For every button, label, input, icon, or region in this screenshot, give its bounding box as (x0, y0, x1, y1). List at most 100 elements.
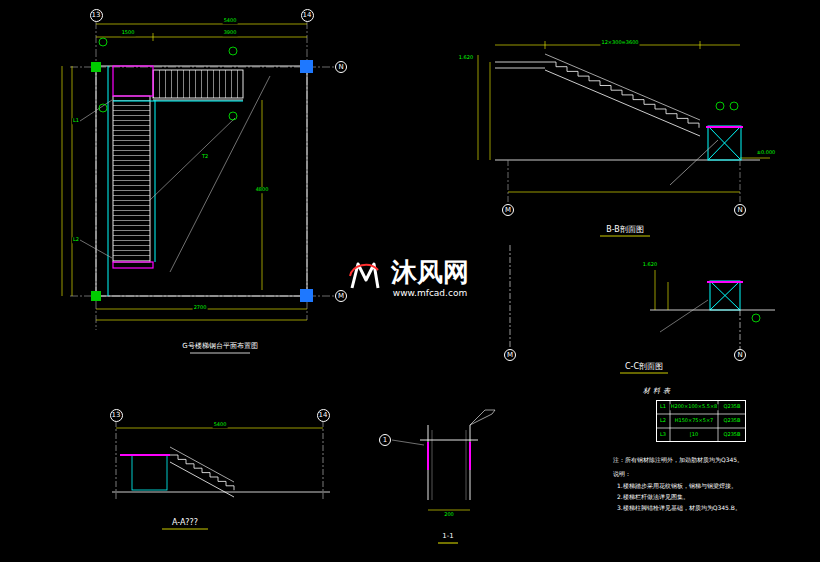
dimension-text: 1.620 (458, 55, 474, 61)
dimension-text: 5400 (213, 422, 228, 428)
bb-dimensions-part (545, 41, 546, 49)
axis-label: M (507, 352, 513, 359)
bb-grid (508, 140, 740, 204)
detail-1-1 (392, 410, 495, 543)
table-cell: L1 (659, 404, 667, 410)
watermark: 沐风网 (390, 258, 470, 287)
view-title: A-A??? (171, 519, 199, 528)
grid-bubble: N (734, 204, 746, 216)
table-grid-part (656, 428, 746, 429)
plan-dimensions-part (72, 66, 73, 296)
bb-dimensions-part (490, 62, 491, 160)
plan-grid-part (70, 67, 335, 68)
plan-grid (70, 21, 335, 330)
plan-dimensions-part (96, 320, 307, 321)
grid-bubble: M (502, 204, 514, 216)
bb-stair-part (495, 68, 545, 69)
view-title: G号楼梯钢台平面布置图 (181, 343, 258, 351)
table-grid (656, 400, 746, 442)
detail-1-1-part (438, 543, 458, 544)
callout-circles-part (99, 38, 107, 46)
callout-circles-part (716, 102, 724, 110)
bb-stair-part (495, 62, 545, 63)
callout-circles-part (99, 104, 107, 112)
plan-axis-marks-part (91, 291, 101, 301)
table-cell: H200×100×5.5×8 (670, 404, 719, 410)
view-title: B-B剖面图 (605, 226, 645, 235)
bb-stair (495, 54, 760, 160)
cc-section (510, 245, 775, 373)
detail-1-1-part (470, 425, 471, 500)
plan-leaders-part (80, 240, 112, 258)
bb-support-part (708, 126, 741, 160)
axis-label: N (338, 64, 343, 71)
plan-platform-part (113, 96, 150, 262)
dimension-text: 3900 (223, 30, 238, 36)
bb-dimensions-part (478, 55, 479, 160)
watermark-logo (350, 264, 378, 288)
grid-bubble: N (335, 61, 347, 73)
title-underline (190, 353, 250, 354)
bb-stair-part (545, 54, 700, 120)
aa-section-part (170, 455, 234, 490)
detail-1-1-part (432, 430, 433, 500)
cc-section-part (710, 281, 740, 310)
axis-label: M (338, 293, 344, 300)
table-cell: H150×75×5×7 (674, 418, 715, 424)
detail-1-1-part (420, 440, 478, 441)
detail-1-1-part (392, 440, 424, 445)
cc-section-part (710, 281, 740, 310)
cc-section-part (710, 281, 740, 310)
detail-1-1-part (427, 442, 429, 470)
axis-label: 1 (383, 437, 387, 444)
bb-support-part (708, 126, 741, 160)
bb-grid-part (670, 140, 718, 185)
note-heading: 说明： (612, 471, 632, 478)
note-text: 注：所有钢材除注明外，加劲肋材质均为Q345。 (612, 457, 744, 464)
axis-label: 14 (319, 412, 328, 419)
aa-section-part (112, 492, 330, 493)
bb-support (706, 126, 743, 160)
plan-axis-marks-part (300, 60, 313, 73)
axis-label: N (737, 207, 742, 214)
plan-platform-part (153, 100, 243, 101)
detail-1-1-part (428, 510, 470, 511)
grid-bubble: N (734, 349, 746, 361)
title-underline (600, 236, 650, 237)
callout-circles-part (730, 102, 738, 110)
cc-section-part (740, 310, 741, 349)
plan-platform (96, 66, 307, 296)
cc-section-part (707, 281, 743, 283)
cc-section-part (660, 300, 708, 332)
bb-stair-part (545, 62, 699, 128)
callout-circles-part (229, 112, 237, 120)
aa-section (112, 421, 330, 529)
callout-circles-part (229, 47, 237, 55)
grid-bubble: M (504, 349, 516, 361)
cc-section-part (650, 310, 775, 311)
dimension-text: 200 (443, 512, 455, 518)
detail-1-1-part (470, 410, 495, 425)
bb-dimensions-part (700, 41, 701, 49)
bb-stair-part (545, 70, 700, 136)
plan-landings (113, 66, 153, 268)
note-text: 3.楼梯柱脚锚栓详见基础，材质均为Q345.B。 (616, 505, 742, 512)
table-cell: Q235B (723, 418, 742, 424)
plan-dimensions-part (153, 33, 154, 41)
plan-beams-part (155, 100, 156, 262)
plan-dimensions-part (96, 37, 307, 38)
aa-section-part (120, 454, 170, 456)
callout-circles-part (752, 314, 760, 322)
dimension-text: ±0.000 (756, 150, 777, 156)
plan-dimensions-part (96, 24, 307, 25)
dimension-text: L1 (72, 118, 80, 124)
plan-dimensions-part (62, 66, 63, 296)
table-cell: Q235B (723, 404, 742, 410)
table-cell: [10 (689, 432, 699, 438)
grid-bubble: 14 (301, 9, 314, 22)
detail-1-1-part (469, 442, 471, 470)
axis-label: 13 (92, 12, 101, 19)
cc-section-part (510, 245, 511, 349)
note-text: 2.楼梯栏杆做法详见图集。 (616, 494, 690, 501)
